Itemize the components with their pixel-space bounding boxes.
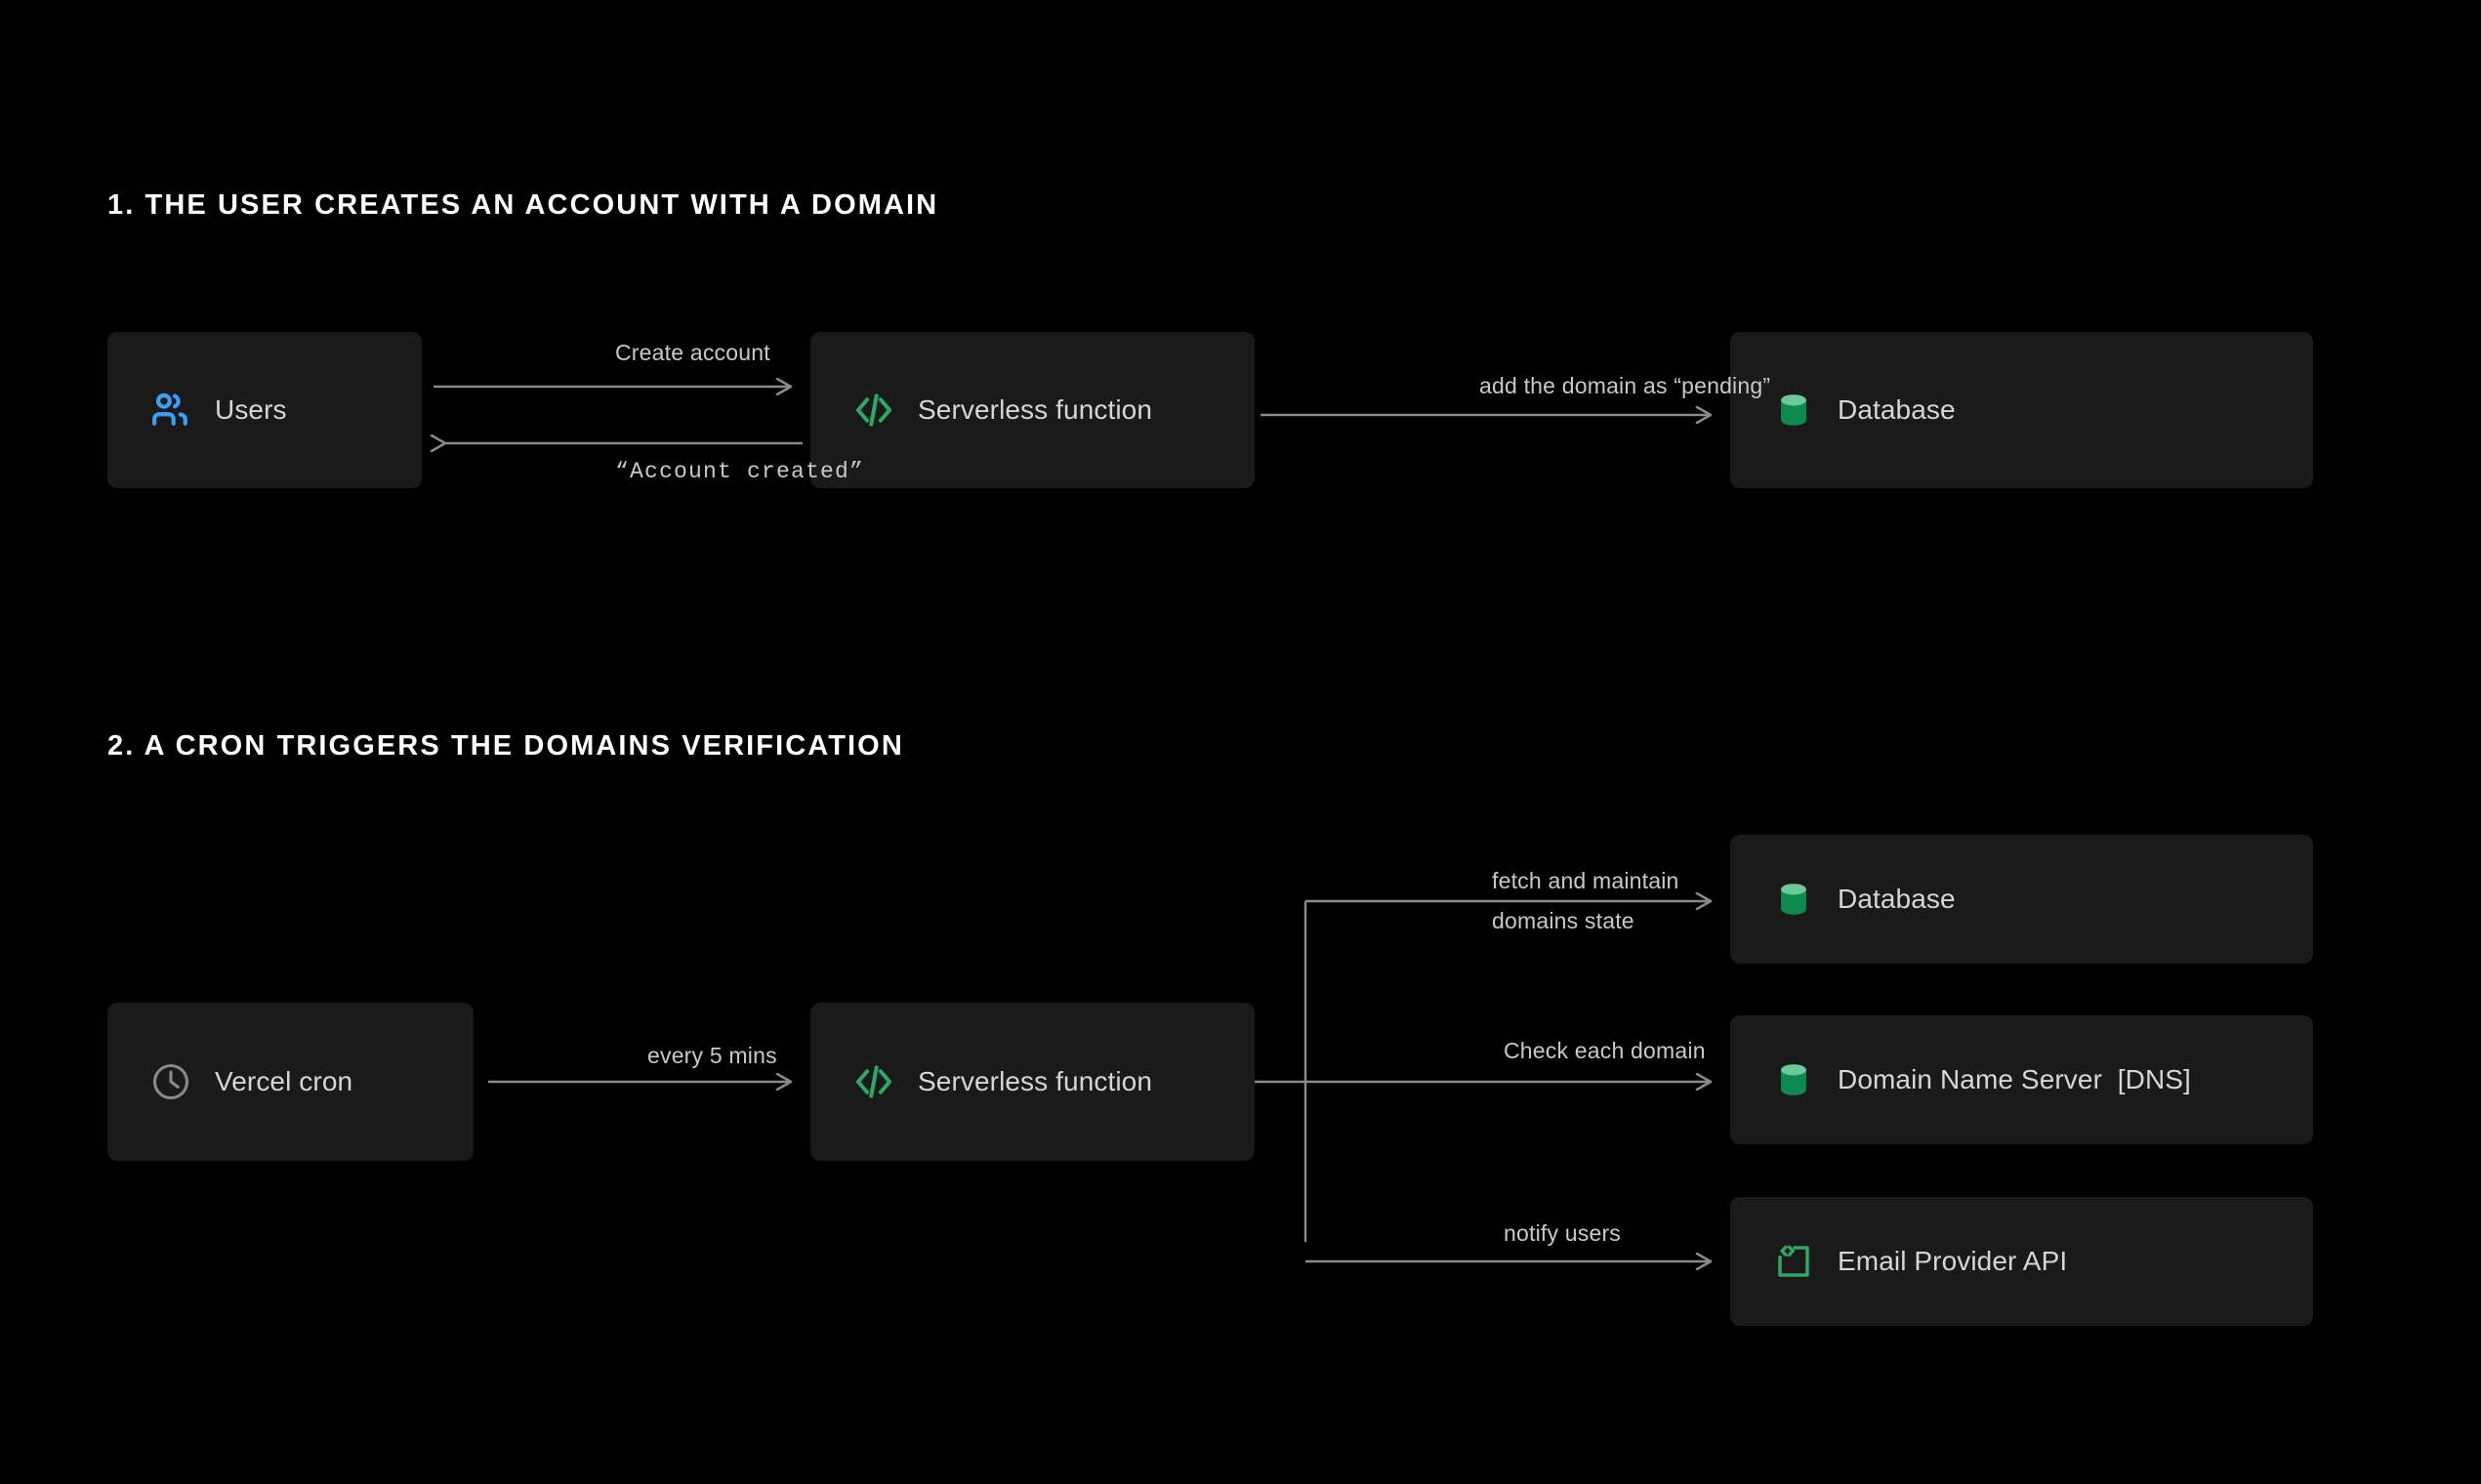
node-database-2-label: Database [1838, 884, 1956, 914]
code-brackets-icon [851, 388, 896, 433]
node-serverless-function-1[interactable]: Serverless function [810, 332, 1255, 488]
node-vercel-cron-label: Vercel cron [215, 1066, 353, 1096]
connector-label-notify-users: notify users [1504, 1220, 1622, 1246]
code-brackets-icon [851, 1059, 896, 1104]
node-email-provider-api[interactable]: Email Provider API [1730, 1197, 2313, 1326]
node-domain-name-server[interactable]: Domain Name Server [DNS] [1730, 1015, 2313, 1144]
node-serverless-function-2[interactable]: Serverless function [810, 1003, 1255, 1161]
connector-label-create-account: Create account [615, 340, 770, 365]
node-users-label: Users [215, 394, 287, 425]
database-cylinder-icon [1771, 388, 1816, 433]
clock-icon [148, 1059, 193, 1104]
connector-label-check-each-domain: Check each domain [1504, 1038, 1706, 1063]
node-database-2[interactable]: Database [1730, 835, 2313, 964]
node-database-1[interactable]: Database [1730, 332, 2313, 488]
database-cylinder-icon [1771, 877, 1816, 922]
node-vercel-cron[interactable]: Vercel cron [107, 1003, 474, 1161]
connector-label-every-5-mins: every 5 mins [647, 1043, 777, 1068]
connector-label-account-created: “Account created” [615, 459, 865, 484]
node-serverless-function-1-label: Serverless function [918, 394, 1153, 425]
node-serverless-function-2-label: Serverless function [918, 1066, 1153, 1096]
users-icon [148, 388, 193, 433]
connector-label-domains-state: domains state [1492, 908, 1634, 933]
code-window-icon [1771, 1239, 1816, 1284]
node-email-provider-api-label: Email Provider API [1838, 1246, 2068, 1276]
node-database-1-label: Database [1838, 394, 1956, 425]
database-cylinder-icon [1771, 1057, 1816, 1102]
section-2-heading: 2. A CRON TRIGGERS THE DOMAINS VERIFICAT… [107, 730, 904, 762]
section-1-heading: 1. THE USER CREATES AN ACCOUNT WITH A DO… [107, 189, 939, 221]
node-domain-name-server-label: Domain Name Server [DNS] [1838, 1064, 2191, 1094]
connector-label-add-domain: add the domain as “pending” [1479, 373, 1771, 398]
connector-label-fetch-and-maintain: fetch and maintain [1492, 868, 1679, 893]
node-users[interactable]: Users [107, 332, 422, 488]
